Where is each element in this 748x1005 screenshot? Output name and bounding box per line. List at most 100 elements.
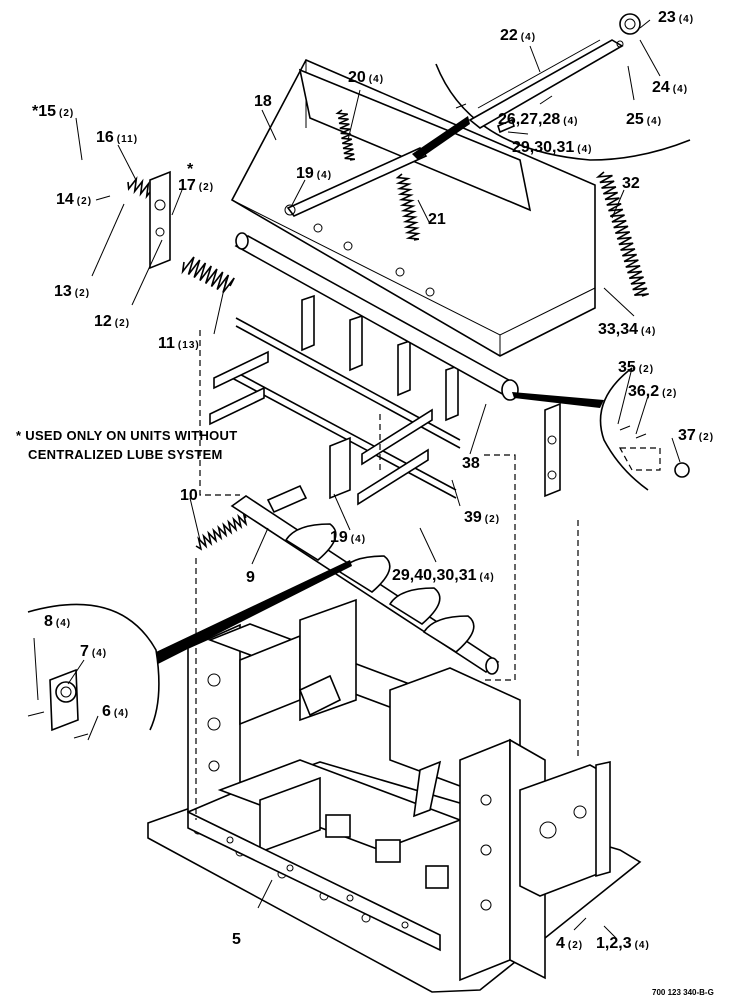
callout-number: 11 <box>158 335 175 352</box>
callout-c27: 19(4) <box>330 529 366 546</box>
callout-c21: 35(2) <box>618 359 654 376</box>
callout-number: 5 <box>232 931 241 948</box>
callout-number: 7 <box>80 643 89 660</box>
callout-c14: 23(4) <box>658 9 694 26</box>
callout-number: 6 <box>102 703 111 720</box>
callout-quantity: (2) <box>485 514 500 525</box>
callout-quantity: (2) <box>77 196 92 207</box>
callout-quantity: (2) <box>662 388 677 399</box>
callout-c33: 5 <box>232 931 241 948</box>
callout-quantity: (4) <box>521 32 536 43</box>
callout-quantity: (4) <box>351 534 366 545</box>
callout-c5: 14(2) <box>56 191 92 208</box>
callout-c23: 37(2) <box>678 427 714 444</box>
callout-number: * <box>187 161 194 178</box>
callout-c26: 10 <box>180 487 198 504</box>
detail-inset-right <box>512 367 690 491</box>
callout-number: 20 <box>348 69 366 86</box>
callout-number: 35 <box>618 359 636 376</box>
callout-c18: 29,30,31(4) <box>512 139 593 156</box>
callout-c17: 26,27,28(4) <box>498 111 579 128</box>
callout-quantity: (4) <box>317 170 332 181</box>
callout-quantity: (4) <box>563 116 578 127</box>
callout-c13: 22(4) <box>500 27 536 44</box>
callout-c20: 33,34(4) <box>598 321 656 338</box>
callout-quantity: (2) <box>75 288 90 299</box>
callout-number: 36,2 <box>628 383 659 400</box>
callout-c4: 17(2) <box>178 177 214 194</box>
callout-c19: 32 <box>622 175 640 192</box>
callout-number: 21 <box>428 211 446 228</box>
callout-number: 24 <box>652 79 670 96</box>
callout-quantity: (4) <box>577 144 592 155</box>
callout-c35: 1,2,3(4) <box>596 935 650 952</box>
shafts-drawing <box>149 170 561 675</box>
callout-number: 12 <box>94 313 112 330</box>
guide-lines <box>195 330 579 820</box>
callout-quantity: (4) <box>92 648 107 659</box>
spring20-coil <box>335 109 356 161</box>
spring11-coil <box>181 256 235 293</box>
spring10-coil <box>195 513 248 551</box>
callout-c31: 7(4) <box>80 643 107 660</box>
callout-c2: 16(11) <box>96 129 138 146</box>
detail-inset-upper-right <box>412 13 691 161</box>
callout-number: 16 <box>96 129 114 146</box>
callout-number: 23 <box>658 9 676 26</box>
callout-c32: 6(4) <box>102 703 129 720</box>
callout-c16: 25(4) <box>626 111 662 128</box>
callout-quantity: (4) <box>114 708 129 719</box>
callout-c30: 8(4) <box>44 613 71 630</box>
callout-number: 26,27,28 <box>498 111 560 128</box>
callout-quantity: (13) <box>178 340 200 351</box>
callout-quantity: (4) <box>369 74 384 85</box>
callout-quantity: (4) <box>56 618 71 629</box>
callout-number: 17 <box>178 177 196 194</box>
callout-c9: 18 <box>254 93 272 110</box>
callout-number: 22 <box>500 27 518 44</box>
callout-c24: 38 <box>462 455 480 472</box>
callout-quantity: (2) <box>199 182 214 193</box>
callout-quantity: (2) <box>699 432 714 443</box>
callout-c8: 11(13) <box>158 335 200 352</box>
callout-c25: 39(2) <box>464 509 500 526</box>
callout-number: 29,30,31 <box>512 139 574 156</box>
callout-number: 29,40,30,31 <box>392 567 477 584</box>
callout-quantity: (4) <box>647 116 662 127</box>
callout-c6: 13(2) <box>54 283 90 300</box>
spring32-coil <box>595 171 649 297</box>
callout-number: 37 <box>678 427 696 444</box>
callout-c7: 12(2) <box>94 313 130 330</box>
hopper-drawing <box>230 58 596 422</box>
callout-c34: 4(2) <box>556 935 583 952</box>
callout-c15: 24(4) <box>652 79 688 96</box>
callout-number: 14 <box>56 191 74 208</box>
callout-quantity: (2) <box>639 364 654 375</box>
callout-number: 1,2,3 <box>596 935 632 952</box>
callout-quantity: (4) <box>635 940 650 951</box>
callout-number: 19 <box>296 165 314 182</box>
callout-c11: 19(4) <box>296 165 332 182</box>
note-line-1: * USED ONLY ON UNITS WITHOUT <box>16 428 237 443</box>
callout-c29: 29,40,30,31(4) <box>392 567 495 584</box>
callout-quantity: (4) <box>480 572 495 583</box>
callout-quantity: (2) <box>59 108 74 119</box>
callout-number: 4 <box>556 935 565 952</box>
leader-lines <box>33 19 681 939</box>
spring21-coil <box>395 173 421 241</box>
callout-number: 18 <box>254 93 272 110</box>
callout-c22: 36,2(2) <box>628 383 677 400</box>
callout-number: 39 <box>464 509 482 526</box>
detail-inset-left <box>27 560 352 739</box>
callout-quantity: (4) <box>679 14 694 25</box>
callout-quantity: (2) <box>568 940 583 951</box>
callout-number: *15 <box>32 103 56 120</box>
callout-number: 33,34 <box>598 321 638 338</box>
callout-c1: *15(2) <box>32 103 74 120</box>
callout-c28: 9 <box>246 569 255 586</box>
callout-c3: * <box>187 161 194 178</box>
callout-number: 10 <box>180 487 198 504</box>
base-frame-drawing <box>147 598 642 993</box>
